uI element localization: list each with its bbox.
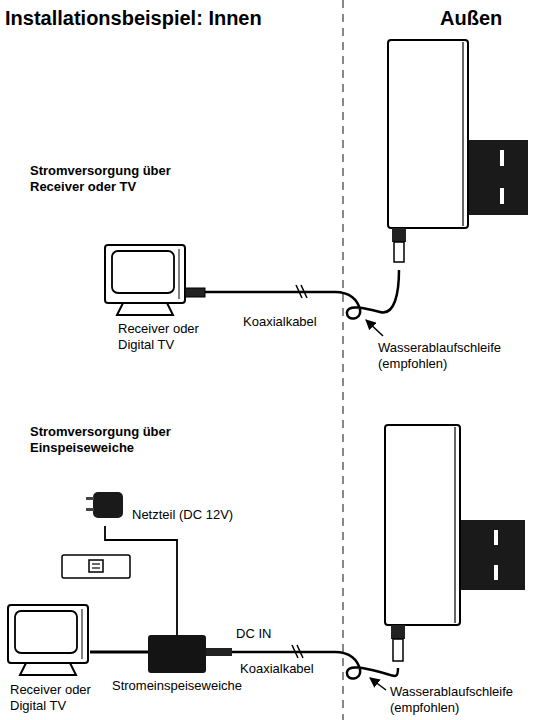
bracket-slot [500, 188, 504, 204]
bracket-slot [494, 530, 498, 545]
adapter-prong [86, 497, 94, 500]
tv-stand [20, 663, 76, 675]
bracket-slot [500, 150, 504, 166]
tv-edge [179, 249, 180, 299]
node-label: Netzteil (DC 12V) [132, 507, 233, 523]
section-heading: Stromversorgung über Receiver oder TV [30, 163, 200, 195]
antenna-connector [393, 639, 403, 661]
socket-slot [92, 563, 100, 564]
leader-arrow [366, 320, 383, 336]
bracket-slot [494, 565, 498, 580]
page-title: Installationsbeispiel: Innen [5, 6, 262, 30]
tv-edge [82, 609, 83, 659]
leader-arrow [370, 678, 386, 690]
receiver-tv: Receiver oder Digital TV [8, 605, 90, 676]
antenna-edge [462, 42, 463, 226]
socket-slot [92, 567, 100, 568]
coax-plug [185, 288, 205, 297]
antenna-connector [391, 625, 405, 639]
cable-connector [105, 526, 177, 635]
antenna-connector [392, 228, 406, 242]
power-supply: Netzteil (DC 12V) [86, 490, 124, 526]
socket-outlet [89, 560, 103, 572]
adapter-prong [86, 508, 94, 511]
callout-label: Wasserablaufschleife (empfohlen) [390, 684, 528, 716]
receiver-tv: Receiver oder Digital TV [105, 245, 185, 315]
coax-plug [206, 648, 232, 656]
power-injector: Stromeinspeiseweiche [148, 635, 206, 673]
divider-line [342, 0, 344, 720]
cable-tie [296, 285, 307, 298]
node-label: Receiver oder Digital TV [10, 682, 102, 714]
cable-tie [292, 645, 303, 658]
power-adapter [93, 492, 123, 518]
port-label: DC IN [236, 626, 271, 642]
antenna-panel [385, 425, 460, 625]
cable-label: Koaxialkabel [240, 661, 314, 677]
cable-connector [90, 651, 148, 654]
cable-label: Koaxialkabel [243, 314, 317, 330]
tv-stand [117, 303, 173, 315]
tv-housing [8, 605, 88, 663]
antenna-connector [394, 242, 404, 262]
wall-socket [62, 555, 130, 578]
region-heading: Außen [440, 6, 502, 30]
antenna-panel [388, 40, 468, 228]
wall-bracket [458, 520, 525, 590]
tv-icon [105, 245, 185, 315]
coax-cable [205, 270, 399, 319]
antenna-edge [454, 427, 455, 623]
tv-icon [8, 605, 88, 675]
node-label: Receiver oder Digital TV [118, 321, 210, 353]
tv-screen [112, 251, 174, 293]
coax-cable [232, 652, 398, 679]
callout-label: Wasserablaufschleife (empfohlen) [378, 340, 528, 372]
tv-housing [105, 245, 185, 303]
wall-bracket [465, 140, 528, 215]
node-label: Stromeinspeiseweiche [112, 678, 242, 694]
tv-screen [15, 611, 77, 653]
section-heading: Stromversorgung über Einspeiseweiche [30, 424, 200, 456]
